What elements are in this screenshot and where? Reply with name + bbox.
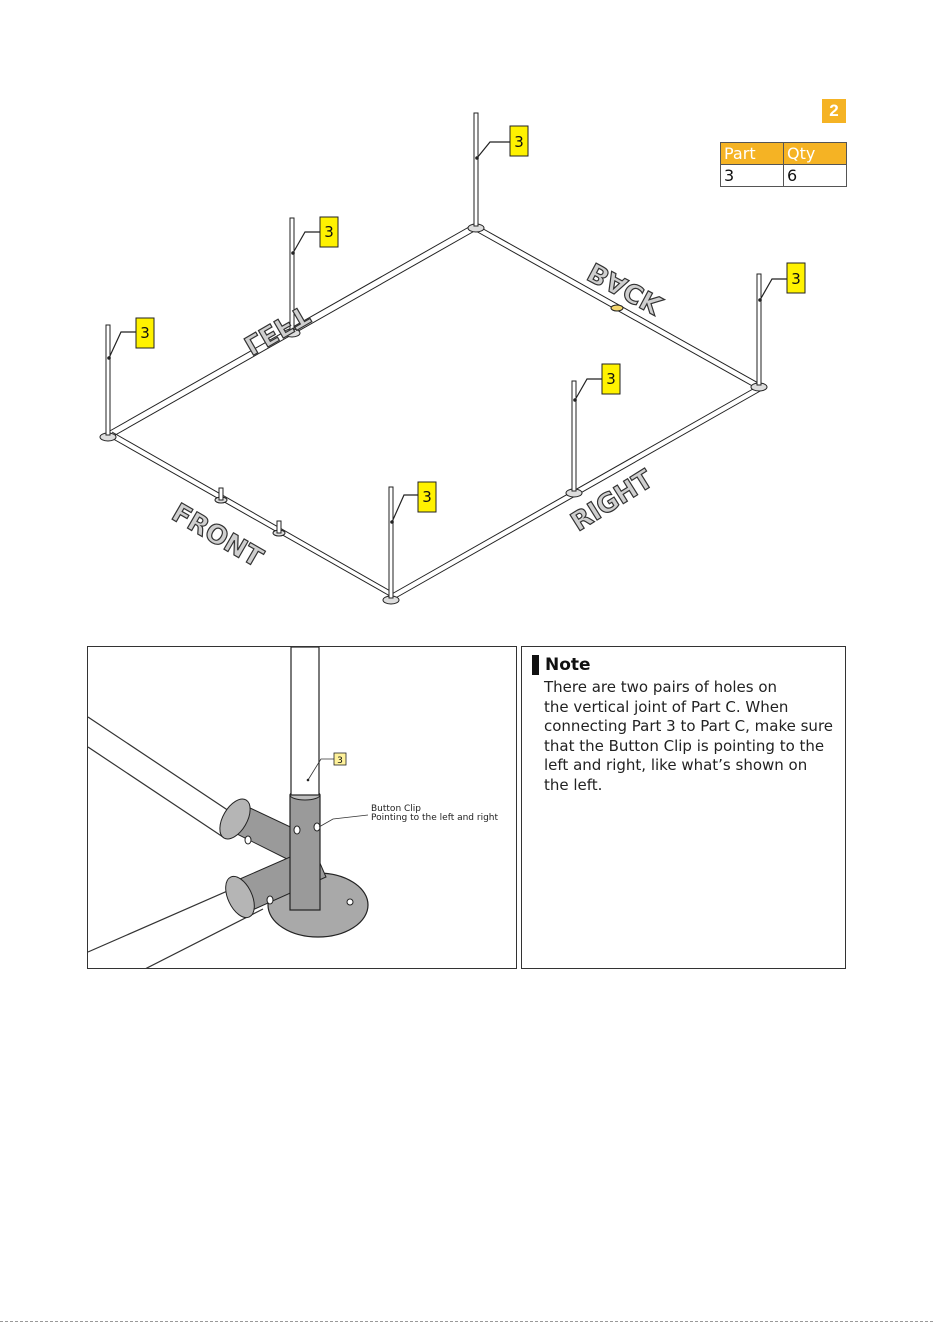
side-labels: LEFT BACK FRONT RIGHT	[167, 256, 668, 574]
svg-text:3: 3	[324, 223, 334, 241]
pole-part-3	[291, 647, 319, 795]
callout-part-3: 3	[602, 364, 620, 394]
note-heading: Note	[532, 655, 591, 675]
button-clip-direction-label: Pointing to the left and right	[371, 813, 498, 823]
side-label-front: FRONT	[167, 498, 268, 574]
callout-part-3: 3	[320, 217, 338, 247]
pole-part-3	[757, 274, 761, 385]
callout-part-3: 3	[787, 263, 805, 293]
callout-part-3: 3	[136, 318, 154, 348]
joint-detail-panel: 3 Button Clip Pointing to the left and r…	[87, 646, 517, 969]
pole-part-3	[572, 381, 576, 491]
svg-text:3: 3	[514, 133, 524, 151]
side-label-left: LEFT	[239, 299, 315, 360]
note-title: Note	[545, 655, 591, 675]
callout-boxes: 3 3 3 3 3 3	[136, 126, 805, 512]
pole-part-3	[389, 487, 393, 598]
base-plate	[611, 305, 623, 311]
base-plates	[100, 224, 767, 604]
frame-overview-diagram: 3 3 3 3 3 3 LEFT BACK FRONT RIGHT	[0, 0, 933, 640]
note-marker-icon	[532, 655, 539, 675]
svg-text:3: 3	[606, 370, 616, 388]
svg-text:3: 3	[337, 756, 343, 766]
joint-detail-diagram: 3 Button Clip Pointing to the left and r…	[88, 647, 517, 969]
callout-part-3: 3	[510, 126, 528, 156]
callout-dots	[107, 156, 762, 524]
pole-part-3	[474, 113, 478, 226]
page-bottom-rule	[0, 1321, 933, 1322]
note-body: There are two pairs of holes on the vert…	[544, 678, 844, 795]
svg-text:3: 3	[422, 488, 432, 506]
callout-part-3: 3	[418, 482, 436, 512]
svg-text:3: 3	[140, 324, 150, 342]
note-panel: Note There are two pairs of holes on the…	[521, 646, 846, 969]
side-label-back: BACK	[583, 256, 668, 320]
pole-part-3	[106, 325, 110, 435]
callout-leaders	[109, 142, 787, 522]
svg-text:3: 3	[791, 270, 801, 288]
